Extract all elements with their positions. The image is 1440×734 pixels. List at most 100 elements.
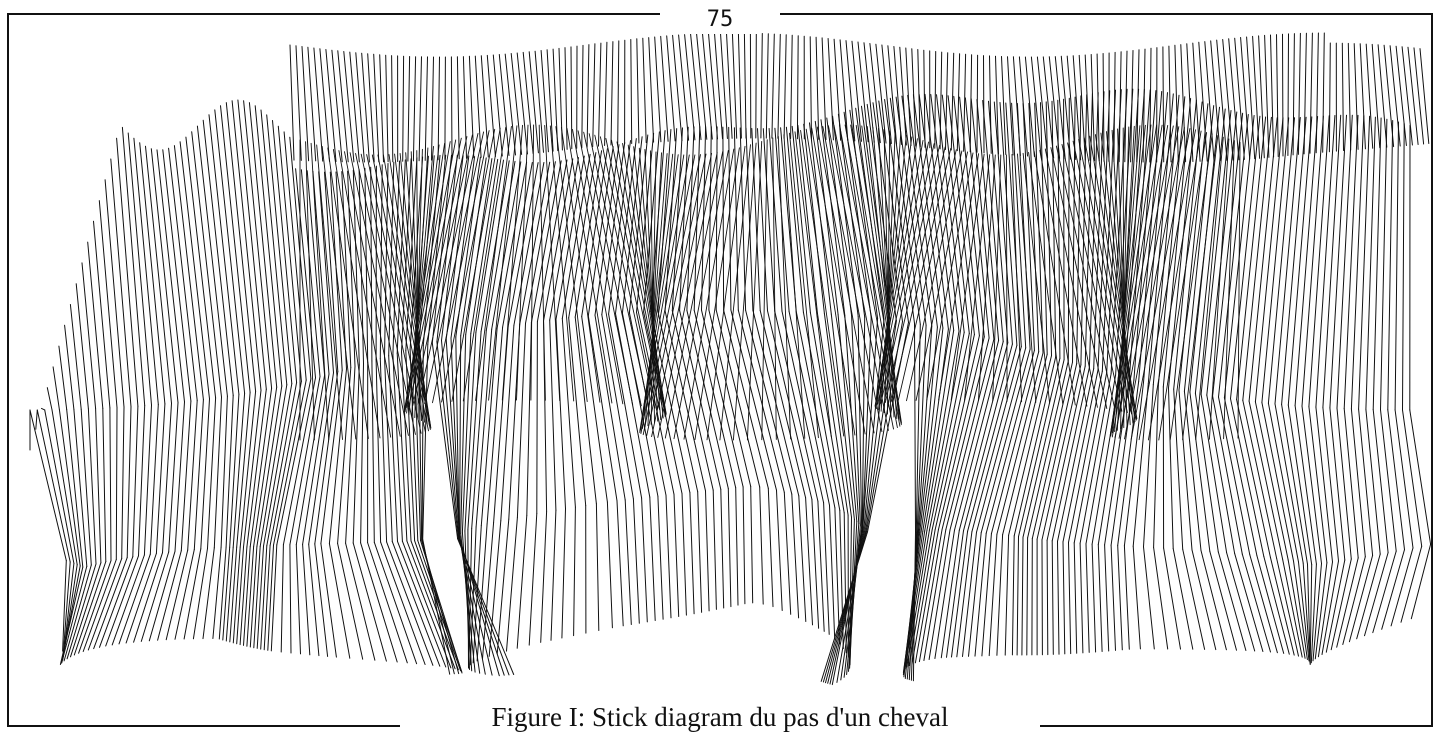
leg-upper-stick <box>1288 117 1312 405</box>
leg-middle-stick <box>1381 410 1397 551</box>
leg-lower-stick <box>1069 542 1071 653</box>
front-leg-stick <box>1139 130 1195 440</box>
leg-lower-stick <box>658 496 663 619</box>
leg-upper-stick <box>1169 100 1197 388</box>
leg-upper-stick <box>151 149 178 403</box>
hind-leg-upper <box>791 35 793 138</box>
hind-leg-upper <box>828 39 833 140</box>
hind-leg-upper <box>738 33 741 138</box>
hind-leg-upper <box>425 57 427 160</box>
leg-lower-stick <box>1047 540 1048 654</box>
leg-middle-stick <box>768 311 812 500</box>
leg-middle-stick <box>981 349 1030 533</box>
leg-lower-stick <box>1052 541 1053 655</box>
leg-middle-stick <box>1373 410 1388 553</box>
leg-lower-stick <box>1105 545 1109 651</box>
leg-upper-stick <box>267 115 292 384</box>
leg-middle-stick <box>537 322 538 514</box>
leg-lower-stick <box>824 503 830 635</box>
leg-middle-stick <box>150 405 158 555</box>
leg-upper-stick <box>1282 117 1307 404</box>
leg-lower-stick <box>1235 553 1263 651</box>
leg-middle-stick <box>1351 409 1365 557</box>
leg-upper-stick <box>1163 99 1190 387</box>
front-leg-stick <box>951 154 984 400</box>
leg-upper-stick <box>503 163 533 328</box>
hind-leg-upper <box>858 42 868 142</box>
leg-upper-stick <box>169 148 198 400</box>
hind-leg-upper <box>631 40 632 144</box>
leg-upper-stick <box>65 325 74 409</box>
leg-upper-stick <box>140 143 165 404</box>
leg-upper-stick <box>1295 117 1318 406</box>
leg-lower-stick <box>1017 537 1018 655</box>
leg-lower-stick <box>666 495 671 618</box>
leg-lower-stick <box>777 490 783 610</box>
leg-upper-stick <box>1064 99 1065 359</box>
leg-middle-stick <box>1410 410 1431 544</box>
leg-lower-stick <box>230 547 237 642</box>
leg-lower-stick <box>997 535 1003 656</box>
hind-leg-upper <box>1323 33 1325 152</box>
leg-lower-stick <box>607 502 612 628</box>
leg-upper-stick <box>562 154 590 318</box>
leg-lower-stick <box>1063 542 1065 654</box>
leg-lower-stick <box>698 492 702 613</box>
leg-upper-stick <box>575 151 601 317</box>
leg-lower-stick <box>736 488 738 605</box>
front-leg-stick <box>812 128 865 434</box>
hind-leg-upper <box>571 47 572 149</box>
leg-middle-stick <box>1344 409 1358 558</box>
leg-lower-stick <box>250 547 257 648</box>
hind-leg-upper <box>587 45 589 148</box>
leg-middle-stick <box>1052 367 1089 541</box>
leg-lower-stick <box>830 505 835 639</box>
hind-leg-upper <box>505 54 515 155</box>
leg-upper-stick <box>1231 116 1260 398</box>
page-number: 75 <box>680 6 760 34</box>
leg-middle-stick <box>122 407 124 558</box>
hind-leg-upper <box>766 34 768 138</box>
leg-upper-stick <box>1029 103 1039 351</box>
leg-upper-stick <box>88 242 103 408</box>
leg-upper-stick <box>815 121 838 314</box>
leg-lower-stick <box>1133 546 1140 649</box>
leg-lower-stick <box>290 545 291 653</box>
leg-lower-stick <box>1173 549 1193 650</box>
leg-upper-stick <box>146 146 172 403</box>
leg-middle-stick <box>1063 370 1098 542</box>
leg-middle-stick <box>376 360 381 542</box>
front-leg-stick <box>1006 155 1007 401</box>
leg-lower-stick <box>947 531 964 658</box>
hind-leg-upper <box>1150 48 1151 162</box>
leg-lower-stick <box>642 498 648 622</box>
leg-upper-stick <box>481 161 509 332</box>
leg-lower-stick <box>244 547 251 646</box>
hind-leg-upper <box>380 55 384 162</box>
leg-lower-stick <box>674 494 679 616</box>
hind-leg-upper <box>296 46 301 161</box>
leg-upper-stick <box>977 100 999 341</box>
hind-leg-upper <box>451 57 452 159</box>
hind-leg-upper <box>643 38 646 142</box>
leg-upper-stick <box>937 95 965 333</box>
hind-leg-upper <box>870 44 880 143</box>
hind-leg-upper <box>445 57 446 159</box>
leg-upper-stick <box>1344 115 1358 408</box>
leg-lower-stick <box>329 544 349 659</box>
leg-lower-stick <box>149 551 175 641</box>
leg-lower-stick <box>728 489 731 607</box>
hind-leg-upper <box>661 36 668 141</box>
leg-lower-stick <box>1027 538 1028 655</box>
hind-leg-upper <box>419 57 421 161</box>
leg-lower-stick <box>303 544 310 654</box>
leg-middle-stick <box>1395 410 1413 548</box>
leg-middle-stick <box>37 410 70 562</box>
leg-lower-stick <box>529 513 537 645</box>
leg-lower-stick <box>1164 548 1181 649</box>
leg-lower-stick <box>784 492 790 614</box>
leg-lower-stick <box>83 560 116 652</box>
leg-lower-stick <box>743 487 745 604</box>
leg-middle-stick <box>810 313 844 513</box>
leg-middle-stick <box>1224 398 1257 556</box>
